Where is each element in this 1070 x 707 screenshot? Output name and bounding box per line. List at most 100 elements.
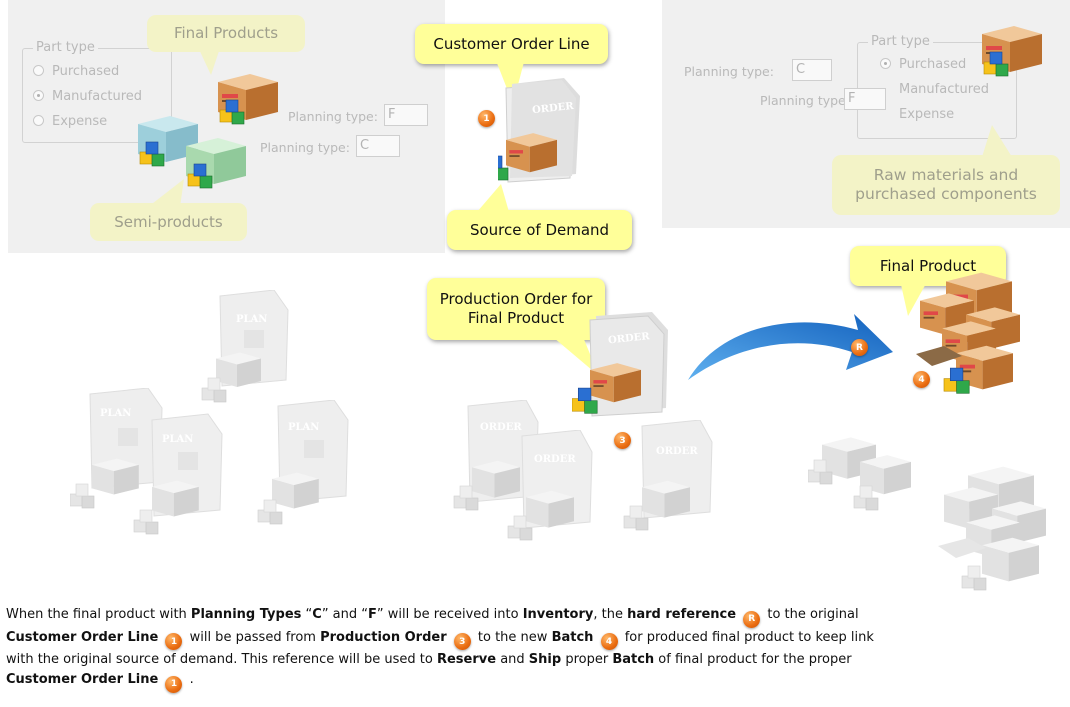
- calendar-icon: [304, 440, 324, 458]
- calendar-icon: [244, 330, 264, 348]
- description-line-2: Customer Order Line 1 will be passed fro…: [6, 628, 1066, 650]
- text: for produced final product to keep link: [620, 629, 874, 645]
- calendar-icon: [178, 452, 198, 470]
- callout-text: Source of Demand: [469, 220, 610, 239]
- callout-text: Final Product: [879, 256, 977, 275]
- part-type-group-title: Part type: [868, 34, 933, 49]
- text-bold: F: [368, 607, 377, 622]
- text-bold: C: [312, 607, 322, 622]
- callout-text: Final Products: [173, 24, 279, 43]
- text-bold: Customer Order Line: [6, 629, 159, 645]
- text-bold: Inventory: [522, 607, 594, 622]
- callout-semi-products: Semi-products: [90, 179, 247, 241]
- text: proper: [561, 652, 613, 667]
- callout-tail: [900, 280, 928, 316]
- badge-customer-order-inline: 1: [165, 633, 183, 650]
- calendar-icon: [118, 428, 138, 446]
- callout-tail: [982, 125, 1012, 157]
- option-label: Purchased: [899, 57, 967, 72]
- text-bold: Customer Order Line: [6, 672, 159, 687]
- badge-hard-reference-inline: R: [743, 610, 761, 628]
- text: ” and “: [321, 607, 369, 622]
- text-bold: hard reference: [627, 607, 737, 622]
- callout-tail: [477, 184, 509, 212]
- part-type-group-left: Part type Purchased Manufactured Expense: [22, 40, 172, 143]
- order-doc-label: ORDER: [656, 446, 698, 457]
- reference-arrow-icon: [688, 314, 893, 380]
- callout-tail: [495, 58, 525, 104]
- callout-production-order: Production Order for Final Product: [427, 278, 605, 376]
- planning-type-label-f: Planning type:: [760, 93, 850, 108]
- radio-icon: [33, 115, 44, 126]
- badge-batch: 4: [913, 371, 930, 388]
- text-bold: Batch: [612, 652, 655, 667]
- final-product-pallet-icon: [916, 272, 1020, 394]
- badge-production-order-inline: 3: [453, 633, 471, 650]
- text-bold: Batch: [551, 629, 594, 645]
- customer-order-document-icon: ORDER: [498, 78, 580, 183]
- radio-selected-icon: [880, 58, 891, 69]
- option-label: Manufactured: [52, 89, 142, 104]
- text: “: [301, 607, 313, 622]
- order-document-faded-icon: ORDER: [507, 430, 593, 541]
- callout-text: Customer Order Line: [433, 34, 590, 53]
- description-line-4: Customer Order Line 1 .: [6, 670, 1066, 693]
- production-order-document-icon: ORDER: [572, 312, 668, 417]
- order-document-faded-icon: ORDER: [623, 420, 713, 531]
- callout-text: Raw materials and purchased components: [855, 165, 1037, 203]
- planning-type-field-c: C: [792, 59, 832, 81]
- order-doc-label: ORDER: [480, 422, 522, 433]
- text: with the original source of demand. This…: [6, 652, 437, 667]
- faded-boxes-icon: [808, 437, 911, 511]
- text: ” will be received into: [376, 607, 523, 622]
- text: will be passed from: [185, 629, 321, 645]
- description-text: When the final product with Planning Typ…: [6, 605, 1066, 693]
- order-doc-label: ORDER: [532, 101, 575, 116]
- option-purchased: Purchased: [880, 57, 966, 72]
- option-expense: Expense: [33, 114, 107, 129]
- badge-customer-order: 1: [478, 110, 495, 127]
- planning-type-label-f: Planning type:: [288, 109, 378, 124]
- callout-text: Production Order for Final Product: [439, 290, 593, 327]
- badge-customer-order-inline: 1: [165, 675, 183, 693]
- badge-hard-reference: R: [851, 339, 868, 356]
- callout-tail: [148, 179, 184, 207]
- callout-text: Semi-products: [114, 212, 223, 231]
- order-doc-label: ORDER: [608, 331, 651, 346]
- text-bold: Planning Types: [190, 607, 302, 622]
- planning-type-label-c: Planning type:: [260, 140, 350, 155]
- radio-selected-icon: [33, 90, 44, 101]
- option-manufactured: Manufactured: [33, 89, 142, 104]
- callout-tail: [197, 45, 221, 75]
- text: .: [185, 672, 194, 687]
- raw-material-box-icon: [982, 26, 1042, 77]
- plan-document-icon: PLAN: [201, 290, 289, 403]
- planning-type-field-f: F: [384, 104, 428, 126]
- text: When the final product with: [6, 607, 191, 622]
- text-bold: Reserve: [436, 652, 497, 667]
- option-purchased: Purchased: [33, 64, 119, 79]
- planning-type-field-f: F: [844, 88, 886, 110]
- planning-type-field-c: C: [356, 135, 400, 157]
- option-label: Expense: [899, 107, 955, 122]
- option-expense: Expense: [899, 107, 954, 122]
- part-type-group-title: Part type: [33, 40, 98, 55]
- plan-doc-label: PLAN: [236, 314, 267, 325]
- plan-doc-label: PLAN: [100, 408, 131, 419]
- description-line-3: with the original source of demand. This…: [6, 650, 1066, 670]
- plan-doc-label: PLAN: [162, 434, 193, 445]
- callout-raw-materials: Raw materials and purchased components: [832, 125, 1060, 215]
- order-doc-label: ORDER: [534, 454, 576, 465]
- callout-tail: [547, 332, 599, 376]
- badge-batch-inline: 4: [600, 633, 618, 650]
- text: to the new: [473, 629, 552, 645]
- text-bold: Production Order: [320, 629, 447, 645]
- planning-type-label-c: Planning type:: [684, 64, 774, 79]
- callout-final-products: Final Products: [147, 15, 305, 75]
- radio-icon: [33, 65, 44, 76]
- text-bold: Ship: [528, 652, 562, 667]
- text: to the original: [763, 607, 859, 622]
- callout-source-of-demand: Source of Demand: [447, 184, 632, 250]
- plan-document-icon: PLAN: [133, 413, 223, 535]
- badge-production-order: 3: [614, 432, 631, 449]
